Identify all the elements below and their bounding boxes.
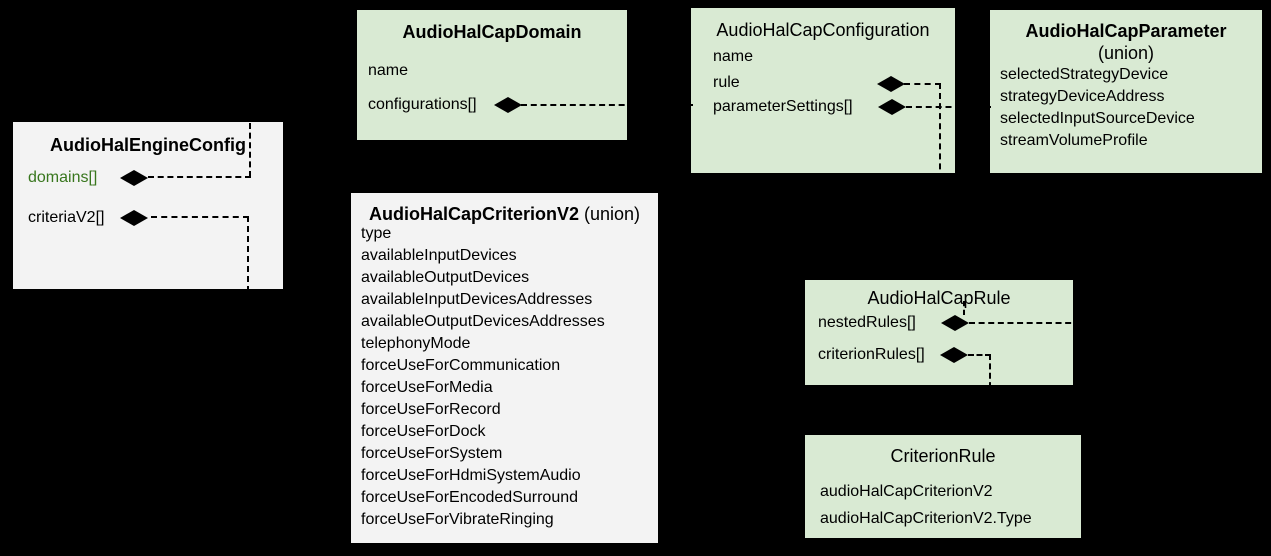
class-title: AudioHalCapParameter (1025, 21, 1227, 41)
aggregation-diamond-icon (494, 97, 522, 113)
connector-rule-line (939, 83, 941, 280)
field-label: telephonyMode (361, 335, 471, 352)
field-label: criterionRules[] (818, 346, 925, 363)
connector-criterionrules-line (989, 354, 991, 435)
class-title: AudioHalCapRule (867, 288, 1011, 308)
field-label: name (368, 62, 409, 79)
connector-domains-line (249, 75, 251, 177)
connector-criteriav2-line (247, 331, 351, 333)
class-title: AudioHalCapCriterionV2 (union) (351, 203, 658, 225)
aggregation-diamond-icon (120, 170, 148, 186)
field-label: strategyDeviceAddress (1000, 88, 1165, 105)
class-title-suffix: (union) (579, 204, 641, 224)
connector-domains-line (249, 74, 357, 76)
field-label: forceUseForVibrateRinging (361, 511, 554, 528)
field-label: type (361, 225, 392, 242)
field-label: criteriaV2[] (28, 209, 105, 226)
aggregation-diamond-icon (941, 315, 969, 331)
field-label: selectedStrategyDevice (1000, 66, 1169, 83)
field-label: parameterSettings[] (713, 98, 853, 115)
connector-criteriav2-line (151, 216, 249, 218)
connector-nestedrules-line (963, 301, 965, 315)
aggregation-diamond-icon (940, 347, 968, 363)
class-box-audiohalcapconfiguration: AudioHalCapConfiguration name rule param… (691, 8, 955, 173)
field-label: streamVolumeProfile (1000, 132, 1148, 149)
field-label: nestedRules[] (818, 314, 916, 331)
field-label: domains[] (28, 169, 98, 186)
field-label: selectedInputSourceDevice (1000, 110, 1195, 127)
field-label: rule (713, 74, 740, 91)
class-title: AudioHalCapConfiguration (716, 20, 930, 40)
field-label: forceUseForHdmiSystemAudio (361, 467, 581, 484)
aggregation-diamond-icon (878, 99, 906, 115)
connector-criteriav2-line (247, 216, 249, 332)
class-box-audiohalcapdomain: AudioHalCapDomain name configurations[] (357, 10, 627, 140)
field-label: name (713, 48, 754, 65)
field-label: availableInputDevices (361, 247, 517, 264)
field-label: forceUseForCommunication (361, 357, 561, 374)
field-label: availableInputDevicesAddresses (361, 291, 593, 308)
class-box-audiohalcaprule: AudioHalCapRule nestedRules[] criterionR… (805, 280, 1073, 385)
class-title: AudioHalCapDomain (402, 22, 582, 42)
field-label: forceUseForRecord (361, 401, 501, 418)
connector-parametersettings-line (906, 106, 991, 108)
field-label: availableOutputDevicesAddresses (361, 313, 605, 330)
connector-nestedrules-line (969, 322, 1100, 324)
class-box-audiohalengineconfig: AudioHalEngineConfig domains[] criteriaV… (13, 122, 283, 289)
class-box-audiohalcapcriterionv2: AudioHalCapCriterionV2 (union) type avai… (351, 193, 658, 543)
class-box-audiohalcapparameter: AudioHalCapParameter (union) selectedStr… (990, 10, 1262, 173)
field-label: forceUseForSystem (361, 445, 503, 462)
field-label: forceUseForEncodedSurround (361, 489, 579, 506)
class-title: CriterionRule (890, 446, 996, 466)
field-label: availableOutputDevices (361, 269, 530, 286)
field-label: audioHalCapCriterionV2.Type (820, 510, 1032, 527)
connector-domains-line (148, 176, 251, 178)
field-label: audioHalCapCriterionV2 (820, 483, 993, 500)
field-label: forceUseForMedia (361, 379, 493, 396)
connector-rule-line (904, 83, 941, 85)
connector-criterionrules-line (968, 354, 991, 356)
connector-configurations-line (521, 104, 693, 106)
class-subtitle: (union) (1097, 43, 1155, 63)
class-title: AudioHalEngineConfig (50, 135, 246, 155)
field-label: forceUseForDock (361, 423, 486, 440)
aggregation-diamond-icon (120, 210, 148, 226)
field-label: configurations[] (368, 96, 477, 113)
aggregation-diamond-icon (877, 76, 905, 92)
class-title-main: AudioHalCapCriterionV2 (368, 204, 579, 224)
class-box-criterionrule: CriterionRule audioHalCapCriterionV2 aud… (805, 435, 1081, 538)
